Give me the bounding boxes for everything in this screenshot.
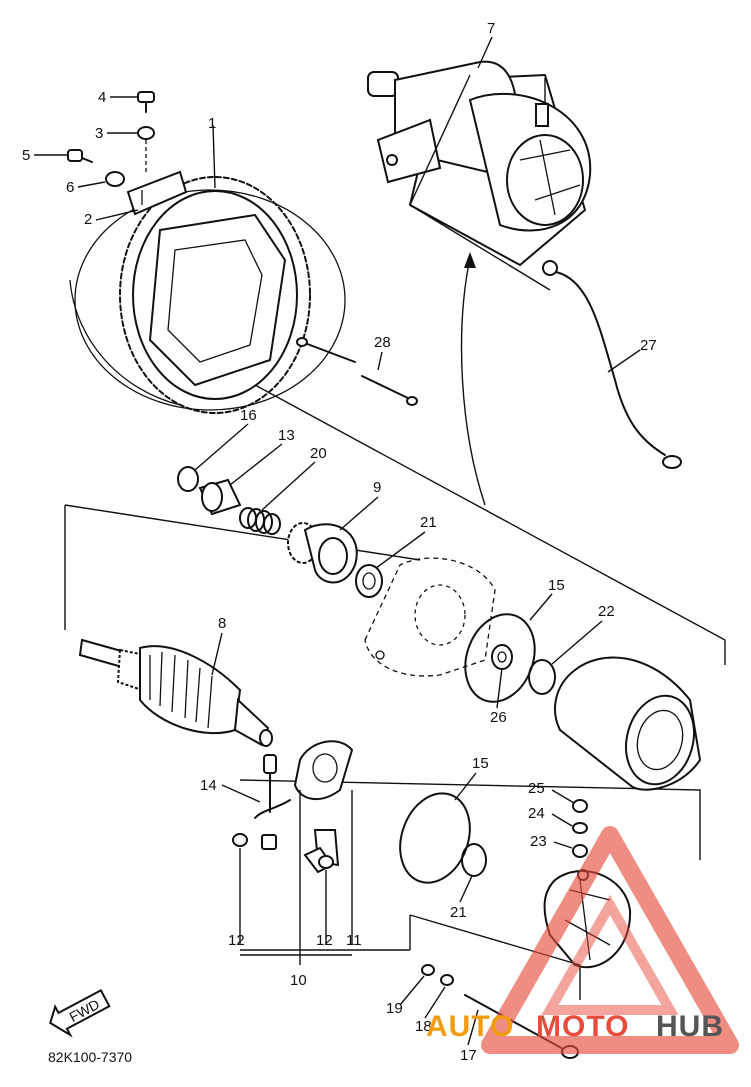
- callout-15-lower: 15: [472, 755, 489, 772]
- callout-18: 18: [415, 1018, 432, 1035]
- washer-24: [572, 822, 588, 834]
- watermark-hub: HUB: [656, 1010, 724, 1043]
- callout-10: 10: [290, 972, 307, 989]
- washer-21-lower: [461, 843, 487, 877]
- washer-21-upper: [355, 564, 383, 598]
- callout-21-upper: 21: [420, 514, 437, 531]
- front-cover: [364, 557, 496, 677]
- armature: [78, 638, 273, 747]
- washer-3: [137, 126, 155, 175]
- washer-6: [105, 171, 125, 187]
- callout-2: 2: [84, 211, 92, 228]
- callout-14: 14: [200, 777, 217, 794]
- yoke-housing: [554, 656, 702, 791]
- callout-6: 6: [66, 179, 74, 196]
- callout-16: 16: [240, 407, 257, 424]
- callout-11: 11: [346, 932, 362, 949]
- nut-12-left: [232, 833, 248, 847]
- callout-labels: 1 2 3 4 5 6 7 8 9 10 11 12 12 13 14 15 1…: [22, 20, 657, 1064]
- callout-3: 3: [95, 125, 103, 142]
- washer-23: [572, 844, 588, 858]
- nut-25: [572, 799, 588, 813]
- callout-13: 13: [278, 427, 295, 444]
- spring: [239, 507, 281, 535]
- o-ring-upper: [464, 613, 536, 703]
- bushing: [198, 478, 242, 516]
- callout-5: 5: [22, 147, 30, 164]
- callout-25: 25: [528, 780, 545, 797]
- bolt-4: [137, 91, 155, 113]
- nut-12-right: [318, 855, 334, 869]
- callout-28: 28: [374, 334, 391, 351]
- callout-7: 7: [487, 20, 495, 37]
- callout-22: 22: [598, 603, 615, 620]
- callout-20: 20: [310, 445, 327, 462]
- brush-holder: [254, 754, 291, 850]
- circlip: [177, 466, 199, 492]
- assembly-arrow: [460, 252, 486, 506]
- callout-24: 24: [528, 805, 545, 822]
- washer-22: [528, 659, 556, 695]
- diagram-code: 82K100-7370: [48, 1049, 132, 1065]
- o-ring-lower: [399, 792, 471, 884]
- watermark-moto: MOTO: [536, 1010, 629, 1043]
- through-bolts: [296, 337, 418, 406]
- callout-21-lower: 21: [450, 904, 467, 921]
- callout-23: 23: [530, 833, 547, 850]
- brush-plate: [293, 740, 354, 874]
- callout-4: 4: [98, 89, 106, 106]
- plate: [126, 170, 188, 216]
- watermark-auto: AUTO: [426, 1010, 514, 1043]
- bottom-leaders: [239, 790, 353, 965]
- callout-9: 9: [373, 479, 381, 496]
- callout-8: 8: [218, 615, 226, 632]
- bolt-5: [67, 149, 93, 163]
- callout-27: 27: [640, 337, 657, 354]
- callout-26: 26: [490, 709, 507, 726]
- callout-15-upper: 15: [548, 577, 565, 594]
- callout-19: 19: [386, 1000, 403, 1017]
- watermark-text: AUTO MOTO HUB: [426, 1010, 724, 1043]
- automotohub-watermark-logo: [481, 826, 739, 1054]
- fwd-arrow: FWD: [49, 988, 111, 1038]
- washer-19: [421, 964, 435, 976]
- lead-wire: [542, 260, 682, 469]
- exploded-view-outline: [64, 384, 726, 951]
- callout-12-right: 12: [316, 932, 333, 949]
- washer-18: [440, 974, 454, 986]
- callout-12-left: 12: [228, 932, 245, 949]
- starter-clutch-ring-gear: [69, 176, 346, 414]
- starter-motor-assembly: [367, 60, 592, 291]
- callout-17: 17: [460, 1047, 477, 1064]
- pinion-gear: [287, 522, 358, 584]
- callout-1-ring: 1: [208, 115, 216, 132]
